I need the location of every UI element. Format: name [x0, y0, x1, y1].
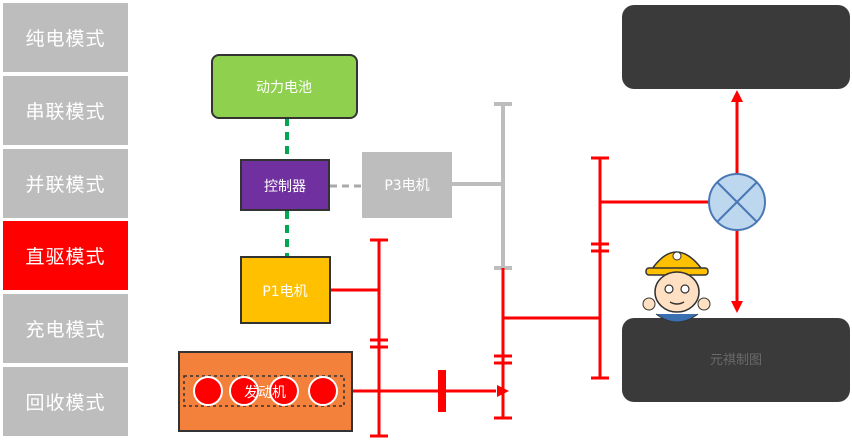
power-path — [330, 98, 739, 438]
battery-label: 动力电池 — [256, 80, 312, 96]
mode-label: 并联模式 — [25, 174, 106, 196]
battery-box — [211, 54, 358, 119]
mode-button-regeneration[interactable]: 回收模式 — [3, 367, 128, 436]
p3-motor-label: P3电机 — [384, 178, 429, 194]
controller-box — [240, 159, 330, 211]
mode-label: 回收模式 — [25, 392, 106, 414]
engine-arrow-head — [497, 385, 509, 397]
clutch — [438, 370, 446, 412]
mode-sidebar: 纯电模式 串联模式 并联模式 直驱模式 充电模式 回收模式 — [0, 0, 131, 440]
mode-label: 纯电模式 — [25, 28, 106, 50]
differential — [708, 173, 766, 231]
engine — [178, 351, 353, 432]
watermark-text: 元祺制图 — [710, 353, 762, 368]
mascot-worker-icon — [642, 251, 711, 323]
front-wheel — [622, 5, 850, 89]
front-arrow-head — [731, 90, 743, 102]
mode-button-series[interactable]: 串联模式 — [3, 76, 128, 145]
rear-wheel — [622, 318, 850, 402]
mode-label: 串联模式 — [25, 101, 106, 123]
p1-motor-box — [240, 256, 331, 324]
mode-button-pure-electric[interactable]: 纯电模式 — [3, 3, 128, 72]
mode-label: 充电模式 — [25, 319, 106, 341]
mode-button-charging[interactable]: 充电模式 — [3, 294, 128, 363]
controller-label: 控制器 — [264, 179, 306, 195]
p3-motor-box — [362, 152, 452, 218]
rear-arrow-head — [731, 301, 743, 313]
mode-button-direct-drive[interactable]: 直驱模式 — [3, 221, 128, 290]
mode-button-parallel[interactable]: 并联模式 — [3, 149, 128, 218]
mode-label: 直驱模式 — [25, 246, 106, 268]
engine-label: 发动机 — [244, 385, 286, 401]
p1-motor-label: P1电机 — [262, 284, 307, 300]
